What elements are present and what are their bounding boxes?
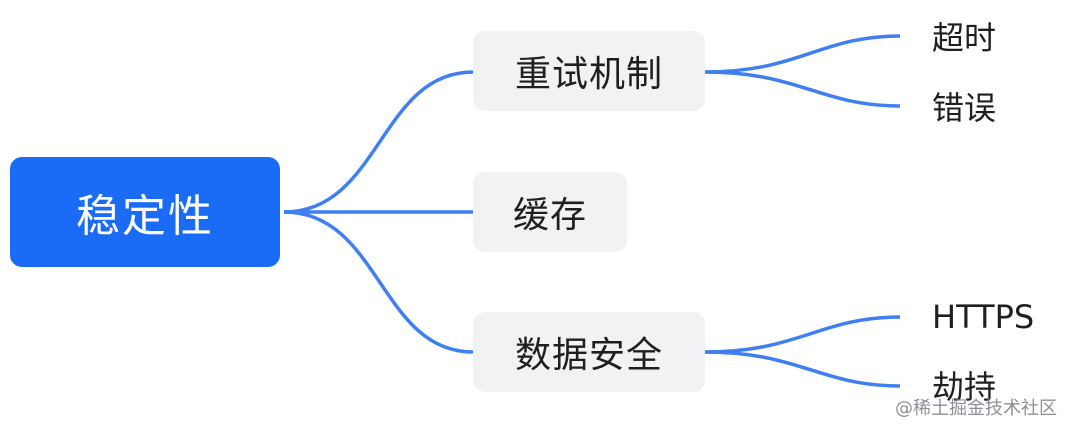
connector-root-to-security [283, 210, 474, 354]
leaf-node-error[interactable]: 错误 [932, 81, 1052, 131]
branch-node-label: 重试机制 [514, 54, 663, 95]
branch-node-security[interactable]: 数据安全 [473, 312, 705, 392]
connector-retry-to-timeout [704, 34, 901, 74]
connector-root-to-retry [283, 70, 474, 214]
connector-retry-to-error [704, 70, 901, 108]
leaf-node-label: 超时 [932, 19, 997, 57]
connector-security-to-https [704, 315, 901, 354]
root-node-label: 稳定性 [76, 191, 214, 242]
branch-node-label: 缓存 [512, 195, 587, 236]
leaf-node-label: 劫持 [932, 368, 997, 406]
branch-node-retry[interactable]: 重试机制 [473, 31, 705, 111]
branch-node-label: 数据安全 [514, 335, 663, 376]
leaf-node-label: 错误 [932, 89, 997, 127]
connector-security-to-hijack [704, 350, 901, 388]
watermark: @稀土掘金技术社区 [895, 398, 1057, 419]
leaf-node-label: HTTPS [932, 298, 1035, 336]
leaf-node-https[interactable]: HTTPS [932, 292, 1062, 342]
leaf-node-hijack[interactable]: 劫持 [932, 360, 1052, 410]
leaf-node-timeout[interactable]: 超时 [932, 11, 1052, 61]
root-node[interactable]: 稳定性 [10, 157, 280, 267]
branch-node-cache[interactable]: 缓存 [473, 172, 627, 252]
